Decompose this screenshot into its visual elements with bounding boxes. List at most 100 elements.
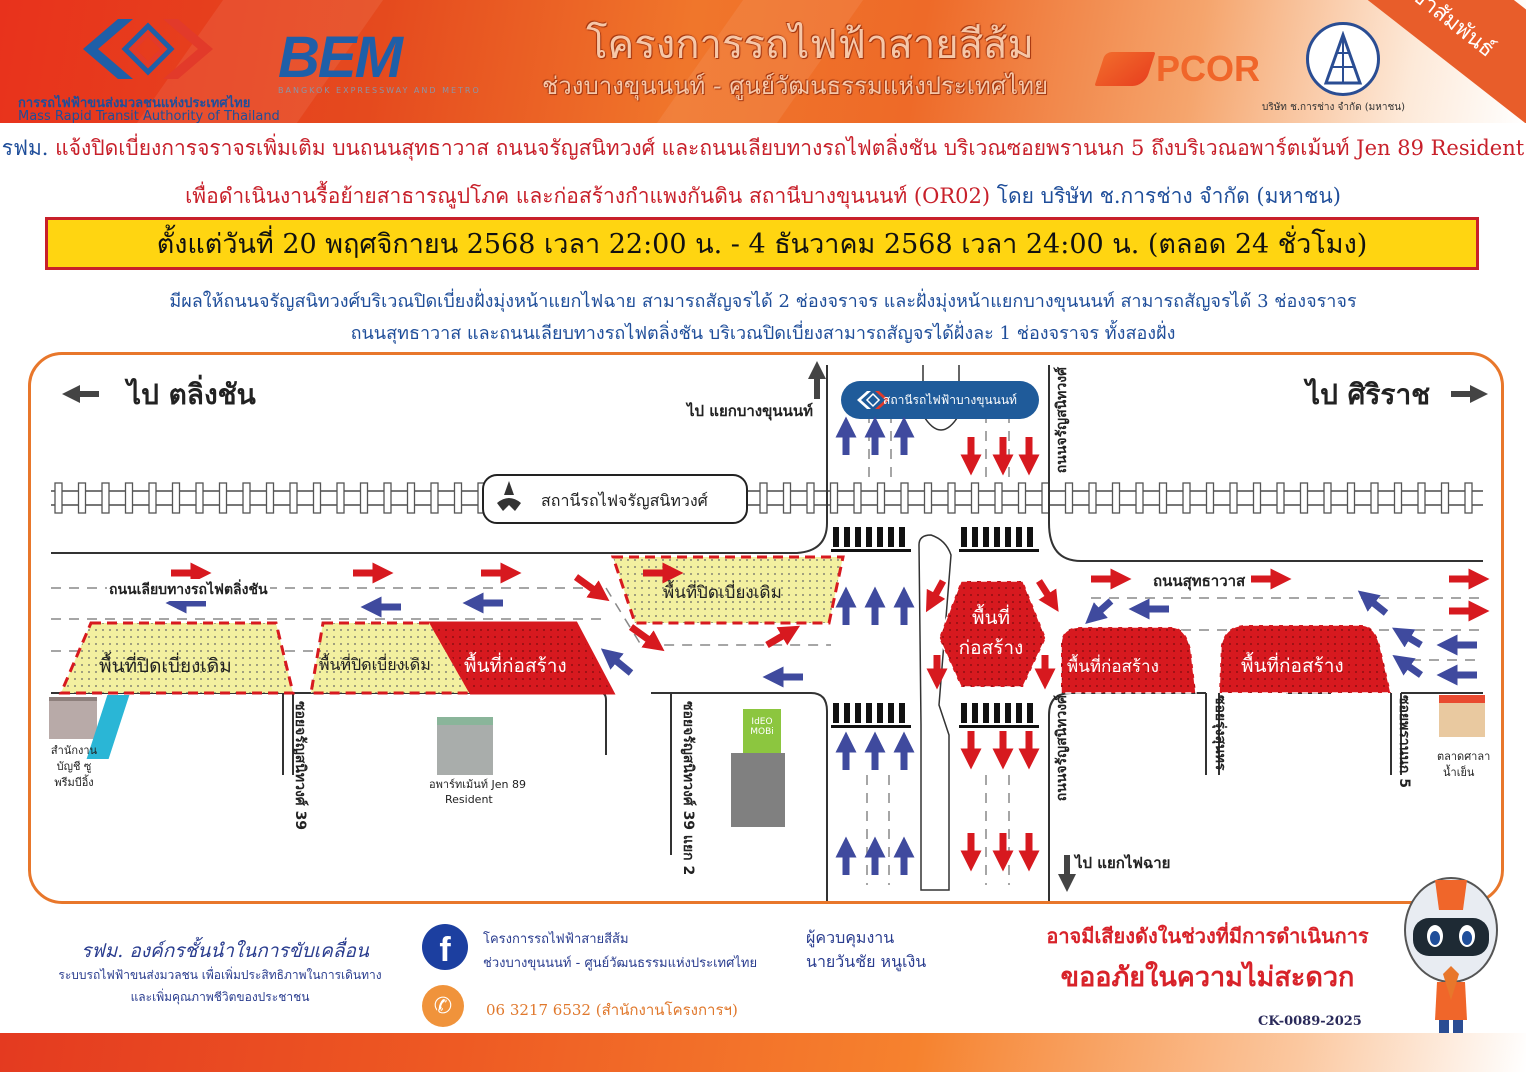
road-layout	[51, 361, 1490, 901]
noise-notice: อาจมีเสียงดังในช่วงที่มีการดำเนินการ	[1046, 924, 1369, 948]
bem-tagline: BANGKOK EXPRESSWAY AND METRO	[278, 86, 481, 95]
rail-sleeper	[947, 482, 956, 514]
label-to-taling-chan: ไป ตลิ่งชัน	[127, 378, 256, 411]
rail-sleeper	[171, 482, 181, 514]
arrow-turn-icon	[1392, 654, 1424, 678]
bem-logo: BEM BANGKOK EXPRESSWAY AND METRO	[278, 25, 481, 96]
arrow-turn-icon	[1085, 598, 1114, 624]
zone-label-old-left: พื้นที่ปิดเบี่ยงเดิม	[99, 655, 232, 677]
supervisor-name: นายวันชัย หนูเงิน	[806, 952, 927, 971]
label-to-siriraj: ไป ศิริราช	[1306, 378, 1431, 411]
zone-label-construction-right-1: พื้นที่ก่อสร้าง	[1067, 657, 1159, 677]
label-soi-sunthorn: ซอยรุ่งสุนทร	[1212, 695, 1228, 771]
bem-wordmark: BEM	[278, 25, 403, 90]
crosswalk-stripe	[877, 703, 883, 723]
crosswalk-stripe	[983, 527, 989, 547]
rail-sleeper	[195, 482, 204, 514]
rail-station-badge	[482, 474, 748, 524]
facebook-icon[interactable]: f	[422, 924, 468, 970]
tower-emblem-icon	[1323, 31, 1363, 85]
ribbon-label: ประชาสัมพันธ์	[1376, 0, 1500, 63]
zone-construction-left	[428, 621, 616, 695]
project-section: ช่วงบางขุนนนท์ - ศูนย์วัฒนธรรมแห่งประเทศ…	[541, 72, 1049, 100]
facebook-page[interactable]: โครงการรถไฟฟ้าสายสีส้ม ช่วงบางขุนนนท์ - …	[483, 928, 757, 976]
stop-line	[831, 725, 911, 728]
crosswalk-stripe	[961, 527, 967, 547]
crosswalk-stripe	[866, 527, 872, 547]
rail-sleeper	[383, 482, 392, 514]
crosswalk-stripe	[833, 527, 839, 547]
rail-sleeper	[1064, 482, 1074, 514]
rail-sleeper	[1229, 482, 1238, 514]
slogan-line-1: ระบบรถไฟฟ้าขนส่งมวลชน เพื่อเพิ่มประสิทธิ…	[58, 968, 382, 982]
rail-sleeper	[336, 482, 345, 514]
crosswalks	[831, 527, 1039, 728]
rail-sleeper	[1135, 482, 1144, 514]
supervisor-block: ผู้ควบคุมงาน นายวันชัย หนูเงิน	[806, 926, 926, 974]
mrta-logo: การรถไฟฟ้าขนส่งมวลชนแห่งประเทศไทย Mass R…	[18, 14, 280, 123]
zone-label-construction-left: พื้นที่ก่อสร้าง	[464, 655, 567, 677]
zone-label-center-2: ก่อสร้าง	[958, 637, 1024, 659]
footer-banner	[0, 1033, 1526, 1072]
ideo-mobi-sign: IdEO MOBi	[743, 709, 781, 753]
crosswalk-stripe	[983, 703, 989, 723]
label-soi-charan-39: ซอยจรัญสนิทวงศ์ 39	[292, 701, 308, 831]
label-to-bang-khun-non: ไป แยกบางขุนนนท์	[687, 402, 813, 420]
market-building-icon	[1439, 695, 1485, 737]
zone-label-center-1: พื้นที่	[971, 607, 1011, 629]
label-charan-road-lower: ถนนจรัญสนิทวงศ์	[1054, 695, 1070, 802]
slogan-text: ระบบรถไฟฟ้าขนส่งมวลชน เพื่อเพิ่มประสิทธิ…	[20, 964, 420, 1008]
crosswalk-stripe	[972, 527, 978, 547]
crosswalk-stripe	[1016, 703, 1022, 723]
rail-sleeper	[1417, 482, 1426, 514]
rail-sleeper	[853, 482, 862, 514]
phone-number[interactable]: 06 3217 6532 (สำนักงานโครงการฯ)	[486, 1001, 738, 1019]
rail-sleeper	[1346, 482, 1356, 514]
arrow-turn-icon	[573, 574, 610, 602]
landmark-office-label: สำนักงาน บัญชี ซูพรีมบีอิ้ง	[50, 744, 98, 789]
crosswalk-stripe	[877, 527, 883, 547]
phone-icon: ✆	[422, 985, 464, 1027]
crosswalk-stripe	[844, 527, 850, 547]
rail-station-name: สถานีรถไฟจรัญสนิทวงศ์	[541, 491, 708, 510]
arrow-detour-icon	[1036, 579, 1059, 612]
zone-construction-right-2	[1218, 624, 1392, 694]
label-sutthawat-road: ถนนสุทธาวาส	[1151, 569, 1248, 593]
stop-line	[959, 549, 1039, 552]
rail-sleeper	[242, 482, 251, 514]
crosswalk-stripe	[855, 527, 861, 547]
landmark-apartment-label-1: อพาร์ทเม้นท์ Jen 89	[429, 778, 526, 791]
zone-construction-right-1	[1060, 626, 1197, 694]
arrow-turn-icon	[600, 648, 634, 676]
project-title: โครงการรถไฟฟ้าสายสีส้ม	[586, 22, 1034, 68]
crosswalk-stripe	[1027, 527, 1033, 547]
rail-sleeper	[806, 482, 815, 514]
apartment-building-icon	[437, 717, 493, 775]
rail-sleeper	[218, 482, 228, 514]
supervisor-title: ผู้ควบคุมงาน	[806, 928, 895, 947]
rail-sleeper	[1041, 482, 1050, 514]
effect-line-1: มีผลให้ถนนจรัญสนิทวงศ์บริเวณปิดเบี่ยงฝั่…	[169, 291, 1357, 312]
zone-construction-center	[938, 580, 1047, 688]
srt-garuda-icon	[497, 481, 521, 511]
rail-sleeper	[1182, 482, 1191, 514]
rail-sleeper	[1088, 482, 1097, 514]
mrt-logo-icon	[857, 391, 889, 409]
crosswalk-stripe	[899, 527, 905, 547]
median-island	[918, 534, 952, 891]
rail-sleeper	[453, 482, 463, 514]
crosswalk-stripe	[1005, 527, 1011, 547]
arrow-turn-icon	[1357, 590, 1389, 616]
closure-period-box: ตั้งแต่วันที่ 20 พฤศจิกายน 2568 เวลา 22:…	[45, 217, 1479, 270]
rail-sleeper	[148, 482, 157, 514]
apology-text: ขออภัยในความไม่สะดวก	[1060, 962, 1355, 993]
rail-sleeper	[289, 482, 298, 514]
rail-sleeper	[876, 482, 886, 514]
crosswalk-stripe	[844, 703, 850, 723]
rail-sleeper	[970, 482, 980, 514]
contractor-name: บริษัท ช.การช่าง จำกัด (มหาชน)	[1262, 102, 1405, 113]
zone-label-construction-right-2: พื้นที่ก่อสร้าง	[1241, 655, 1344, 677]
landmark-apartment-label-2: Resident	[445, 793, 493, 806]
slogan-line-2: และเพิ่มคุณภาพชีวิตของประชาชน	[130, 990, 310, 1004]
rail-sleeper	[101, 482, 110, 514]
